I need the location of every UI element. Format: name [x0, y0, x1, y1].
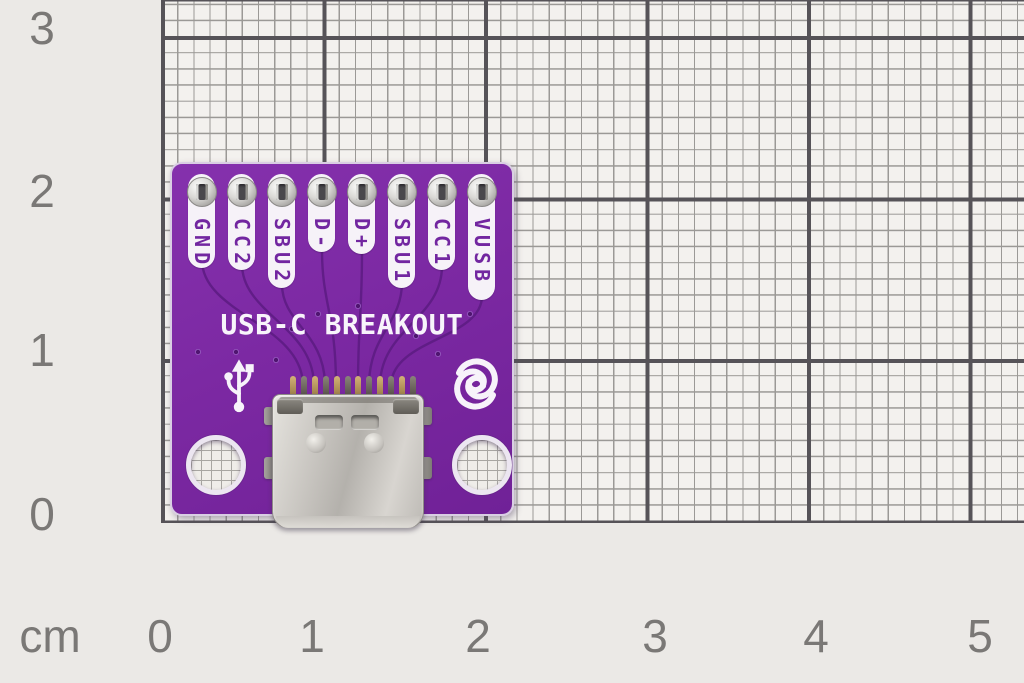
pin-label: CC2 — [230, 218, 254, 270]
connector-front-lip — [276, 516, 420, 528]
pin-label: D- — [310, 218, 334, 253]
ruler-label: 1 — [29, 324, 55, 376]
pin-pad — [467, 177, 497, 207]
mounting-hole-left — [186, 435, 246, 495]
pin-label: CC1 — [430, 218, 454, 270]
pin-through-hole — [476, 184, 488, 200]
pin-label: SBU1 — [390, 218, 414, 287]
usb-trident-icon — [224, 359, 254, 413]
connector-dimple — [306, 433, 326, 453]
ruler-label: 3 — [29, 2, 55, 54]
connector-shield-tab — [264, 457, 275, 479]
connector-shell — [272, 394, 424, 528]
ruler-label: 0 — [29, 488, 55, 540]
connector-pin — [344, 376, 351, 396]
connector-pin — [355, 376, 362, 396]
connector-shield-tab — [421, 457, 432, 479]
connector-corner-bracket — [393, 399, 419, 414]
board-title: USB-C BREAKOUT — [220, 308, 464, 341]
ruler-label: 5 — [967, 610, 993, 662]
pin-label: D+ — [350, 218, 374, 253]
spiral-s-logo-icon — [454, 358, 498, 410]
connector-latch-slot — [315, 415, 343, 430]
connector-shield-tab — [264, 407, 275, 425]
connector-corner-bracket — [277, 399, 303, 414]
ruler-label: 3 — [642, 610, 668, 662]
usb-c-connector — [264, 376, 432, 528]
pcb-traces — [194, 249, 484, 387]
connector-pin — [300, 376, 307, 396]
pin-pad — [347, 177, 377, 207]
connector-shield-tab — [421, 407, 432, 425]
pin-through-hole — [396, 184, 408, 200]
connector-pin — [409, 376, 416, 396]
connector-pin — [366, 376, 373, 396]
pin-pad — [387, 177, 417, 207]
pin-label: GND — [190, 218, 214, 270]
mounting-hole-right — [452, 435, 512, 495]
connector-dimple — [364, 433, 384, 453]
pin-through-hole — [316, 184, 328, 200]
ruler-unit-label: cm — [19, 610, 81, 662]
pin-label: VUSB — [470, 218, 494, 287]
ruler-label: 0 — [147, 610, 173, 662]
pin-pad — [267, 177, 297, 207]
connector-pin — [377, 376, 384, 396]
pcb-board: GND CC2 SBU2 D- D+ SBU1 — [170, 162, 514, 528]
pin-pad — [187, 177, 217, 207]
connector-opening-shadow — [279, 397, 417, 403]
connector-pin — [399, 376, 406, 396]
ruler-label: 2 — [29, 165, 55, 217]
connector-pin — [388, 376, 395, 396]
connector-pin — [311, 376, 318, 396]
pin-through-hole — [436, 184, 448, 200]
ruler-label: 2 — [465, 610, 491, 662]
pin-pad — [427, 177, 457, 207]
connector-smd-pins — [290, 376, 416, 396]
connector-latch-slot — [351, 415, 379, 430]
pin-label: SBU2 — [270, 218, 294, 287]
connector-pin — [333, 376, 340, 396]
pin-through-hole — [276, 184, 288, 200]
connector-pin — [290, 376, 296, 396]
pin-through-hole — [356, 184, 368, 200]
ruler-label: 4 — [803, 610, 829, 662]
pin-pad — [227, 177, 257, 207]
pin-pad — [307, 177, 337, 207]
pin-through-hole — [196, 184, 208, 200]
connector-pin — [322, 376, 329, 396]
pin-through-hole — [236, 184, 248, 200]
ruler-label: 1 — [299, 610, 325, 662]
